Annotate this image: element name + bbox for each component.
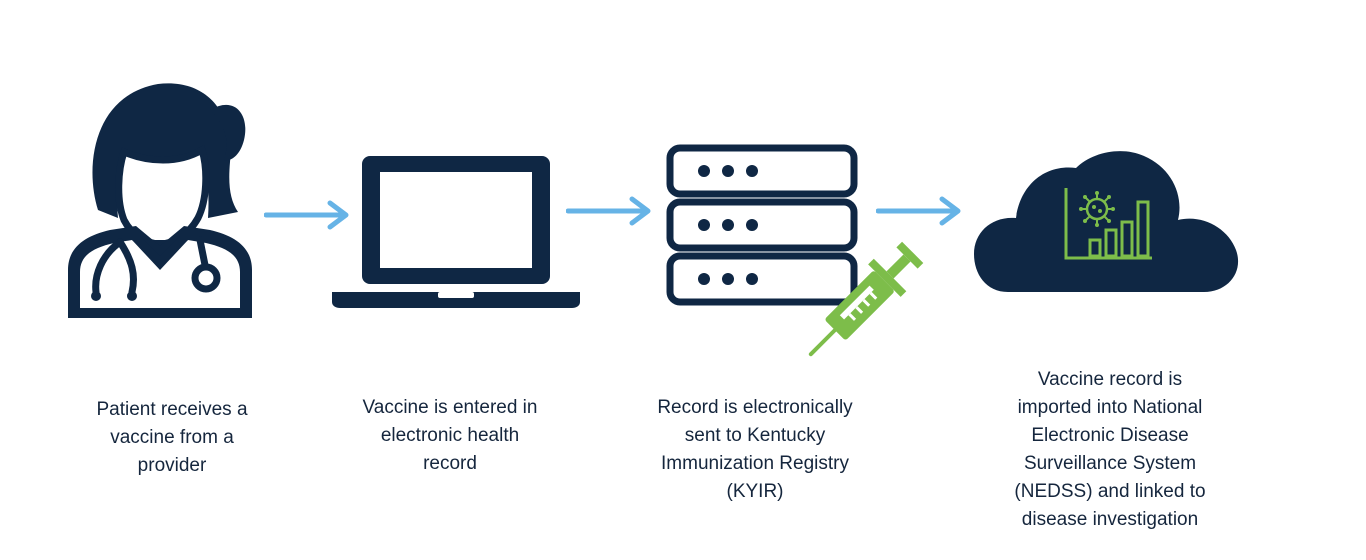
step-4-caption: Vaccine record is imported into National…: [1014, 369, 1206, 530]
doctor-icon: [68, 83, 252, 318]
step-3-caption: Record is electronically sent to Kentuck…: [657, 397, 853, 502]
cloud-icon: [974, 151, 1239, 292]
arrow-right-icon: [566, 196, 651, 226]
laptop-icon: [332, 156, 580, 308]
step-1-caption: Patient receives a vaccine from a provid…: [96, 399, 248, 476]
server-icon: [666, 144, 858, 306]
bar-chart-icon: [1064, 188, 1152, 260]
syringe-icon: [808, 241, 924, 357]
arrow-right-icon: [876, 196, 961, 226]
step-2-caption: Vaccine is entered in electronic health …: [362, 397, 538, 474]
virus-icon: [1079, 191, 1115, 227]
arrow-right-icon: [264, 200, 349, 230]
